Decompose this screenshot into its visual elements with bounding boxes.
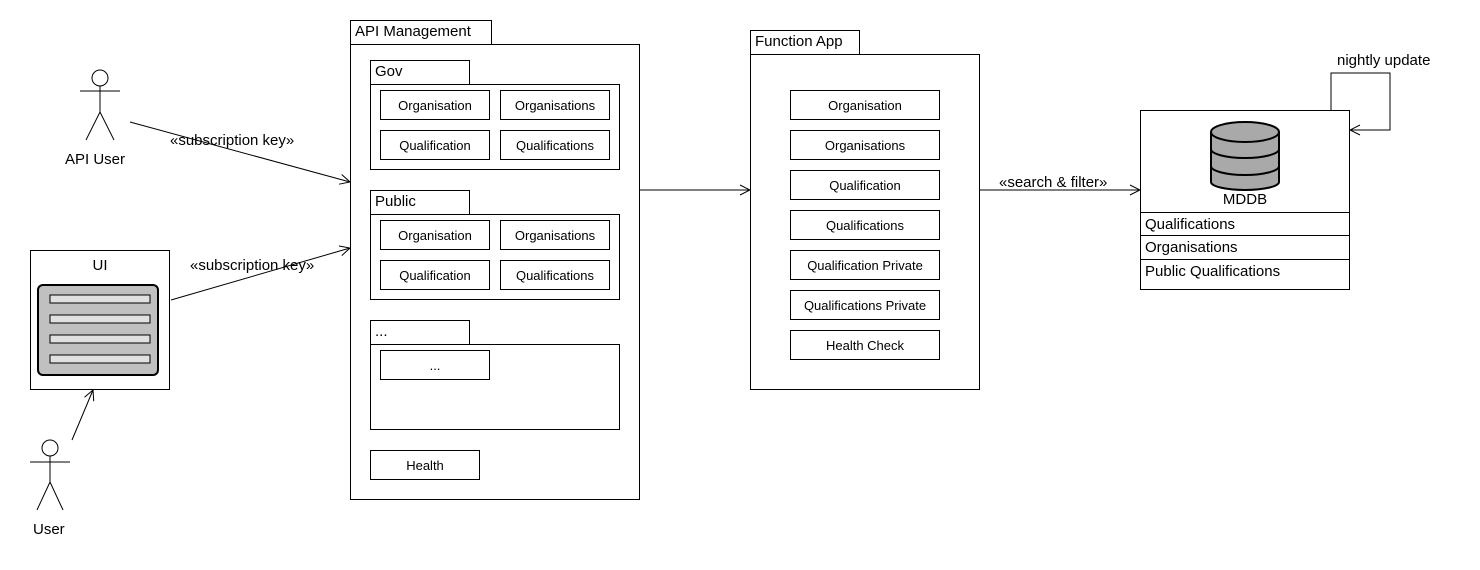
function-health-check-op[interactable]: Health Check [790, 330, 940, 360]
user-to-ui-connector [71, 390, 93, 441]
public-qualification-op[interactable]: Qualification [380, 260, 490, 290]
table-divider [1141, 259, 1349, 260]
api-management-title: API Management [350, 20, 492, 45]
table-qualifications[interactable]: Qualifications [1145, 216, 1236, 233]
function-qualifications-private-op[interactable]: Qualifications Private [790, 290, 940, 320]
mddb-database: MDDB Qualifications Organisations Public… [1140, 110, 1350, 290]
function-qualifications-op[interactable]: Qualifications [790, 210, 940, 240]
api-user-actor-icon [80, 69, 120, 141]
user-label: User [33, 521, 65, 538]
function-organisation-op[interactable]: Organisation [790, 90, 940, 120]
api-user-to-api-management-connector [129, 121, 350, 182]
public-organisation-op[interactable]: Organisation [380, 220, 490, 250]
gov-organisations-op[interactable]: Organisations [500, 90, 610, 120]
table-organisations[interactable]: Organisations [1145, 239, 1238, 256]
table-divider [1141, 212, 1349, 213]
ui-to-api-management-connector [170, 248, 350, 301]
function-app-title: Function App [750, 30, 860, 55]
nightly-update-label: nightly update [1337, 52, 1431, 69]
ui-component-title: UI [92, 257, 108, 274]
api-user-label: API User [65, 151, 126, 168]
subscription-key-label-api-user: «subscription key» [170, 132, 295, 149]
more-group-title: ... [370, 320, 470, 345]
mddb-name: MDDB [1222, 191, 1268, 208]
public-qualifications-op[interactable]: Qualifications [500, 260, 610, 290]
health-op[interactable]: Health [370, 450, 480, 480]
ui-screen-icon [37, 284, 159, 376]
ui-component: UI [30, 250, 170, 390]
gov-organisation-op[interactable]: Organisation [380, 90, 490, 120]
gov-qualifications-op[interactable]: Qualifications [500, 130, 610, 160]
more-op[interactable]: ... [380, 350, 490, 380]
function-qualification-private-op[interactable]: Qualification Private [790, 250, 940, 280]
gov-qualification-op[interactable]: Qualification [380, 130, 490, 160]
search-filter-label: «search & filter» [999, 174, 1108, 191]
database-cylinder-icon [1210, 121, 1280, 191]
table-divider [1141, 235, 1349, 236]
public-group-title: Public [370, 190, 470, 215]
nightly-update-self-loop-connector [1330, 72, 1391, 130]
gov-group-title: Gov [370, 60, 470, 85]
user-actor-icon [30, 439, 70, 511]
function-organisations-op[interactable]: Organisations [790, 130, 940, 160]
function-qualification-op[interactable]: Qualification [790, 170, 940, 200]
public-organisations-op[interactable]: Organisations [500, 220, 610, 250]
table-public-qualifications[interactable]: Public Qualifications [1145, 263, 1281, 280]
subscription-key-label-ui: «subscription key» [190, 257, 315, 274]
